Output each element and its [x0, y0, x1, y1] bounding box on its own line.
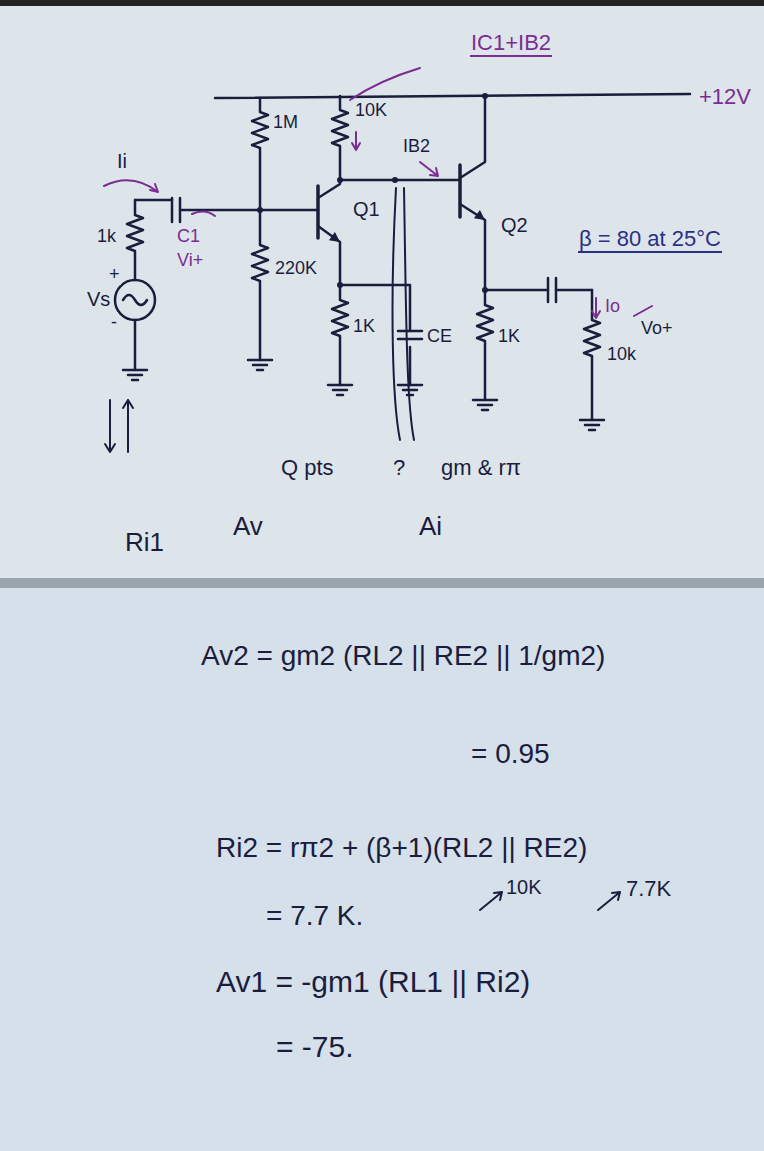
resistance-label: Ri1 [124, 528, 165, 558]
resistor-value: 10K [354, 100, 388, 121]
supply-rail [215, 94, 690, 98]
capacitor-symbol [172, 198, 180, 222]
ground-symbol [398, 385, 422, 395]
note-value: 10K [505, 876, 543, 899]
wire [134, 320, 137, 370]
polarity-sign: + [108, 264, 121, 285]
parameter-note: β = 80 at 25°C [578, 226, 722, 253]
note-value: 7.7K [625, 876, 672, 901]
ground-symbol [248, 360, 272, 370]
leader-line [393, 188, 400, 440]
junction-dot [337, 177, 343, 183]
current-arrow [192, 211, 215, 216]
task-note: Q pts [280, 455, 335, 480]
task-note: Av [232, 512, 264, 542]
current-label: Ii [116, 150, 128, 173]
resistor-value: 10k [606, 344, 637, 365]
source-symbol [115, 280, 155, 320]
resistor-value: 1K [352, 316, 376, 337]
transistor-name: Q1 [352, 198, 381, 221]
task-note: gm & rπ [440, 455, 522, 480]
resistance-arrow [105, 400, 115, 452]
resistor-symbol [127, 200, 143, 280]
source-symbol [123, 295, 147, 305]
supply-label: +12V [698, 84, 752, 109]
current-arrow [592, 298, 600, 318]
resistor-symbol [477, 290, 493, 400]
wire [135, 200, 318, 210]
note-arrow [480, 892, 502, 910]
equation-result: = 7.7 K. [265, 900, 364, 932]
current-label: Io [604, 296, 621, 317]
transistor-symbol [318, 180, 340, 285]
task-note: ? [392, 455, 406, 480]
note-arrow [598, 892, 620, 910]
transistor-symbol [316, 186, 320, 238]
current-arrow [104, 180, 158, 192]
current-label: IB2 [402, 136, 431, 157]
task-note: Ai [418, 512, 443, 542]
transistor-name: Q2 [500, 214, 529, 237]
resistance-arrow [123, 400, 133, 452]
resistor-value: 1M [272, 112, 299, 133]
voltage-label: Vi+ [176, 250, 204, 271]
ground-symbol [328, 385, 352, 395]
current-label: IC1+IB2 [470, 30, 552, 57]
junction-dot [257, 207, 263, 213]
panel-divider [0, 578, 764, 588]
resistor-symbol [332, 285, 348, 385]
polarity-sign: - [110, 312, 118, 333]
emitter-arrow [329, 232, 340, 242]
resistor-symbol [332, 96, 348, 180]
resistor-symbol [584, 290, 600, 420]
wire [485, 289, 592, 292]
junction-dot [482, 93, 488, 99]
junction-dot [337, 282, 343, 288]
capacitor-symbol [398, 331, 422, 339]
capacitor-name: C1 [176, 226, 201, 247]
leader-line [350, 68, 420, 100]
equation: Av2 = gm2 (RL2 || RE2 || 1/gm2) [200, 640, 606, 672]
equation-result: = 0.95 [470, 738, 551, 770]
transistor-symbol [460, 96, 485, 290]
voltage-arrow [634, 306, 652, 316]
equation: Av1 = -gm1 (RL1 || Ri2) [215, 965, 531, 1000]
resistor-symbol [252, 210, 268, 360]
source-label: Vs [86, 288, 111, 311]
ground-symbol [123, 370, 147, 380]
resistor-value: 220K [274, 258, 318, 279]
wire [340, 179, 460, 182]
junction-dot [392, 177, 398, 183]
top-panel [0, 0, 764, 580]
capacitor-symbol [548, 278, 556, 302]
equation: Ri2 = rπ2 + (β+1)(RL2 || RE2) [215, 832, 588, 864]
resistor-value: 1K [497, 326, 521, 347]
current-arrow [352, 132, 360, 150]
equation-result: = -75. [275, 1030, 355, 1065]
resistor-symbol [252, 98, 268, 210]
ground-symbol [473, 400, 497, 410]
emitter-arrow [474, 210, 485, 220]
leader-line [404, 188, 414, 440]
transistor-symbol [458, 165, 462, 217]
wire [340, 285, 410, 385]
resistor-value: 1k [96, 226, 117, 247]
voltage-label: Vo+ [640, 318, 674, 339]
junction-dot [482, 287, 488, 293]
capacitor-name: CE [426, 326, 453, 347]
current-arrow [420, 162, 438, 176]
ground-symbol [580, 420, 604, 430]
top-edge [0, 0, 764, 6]
